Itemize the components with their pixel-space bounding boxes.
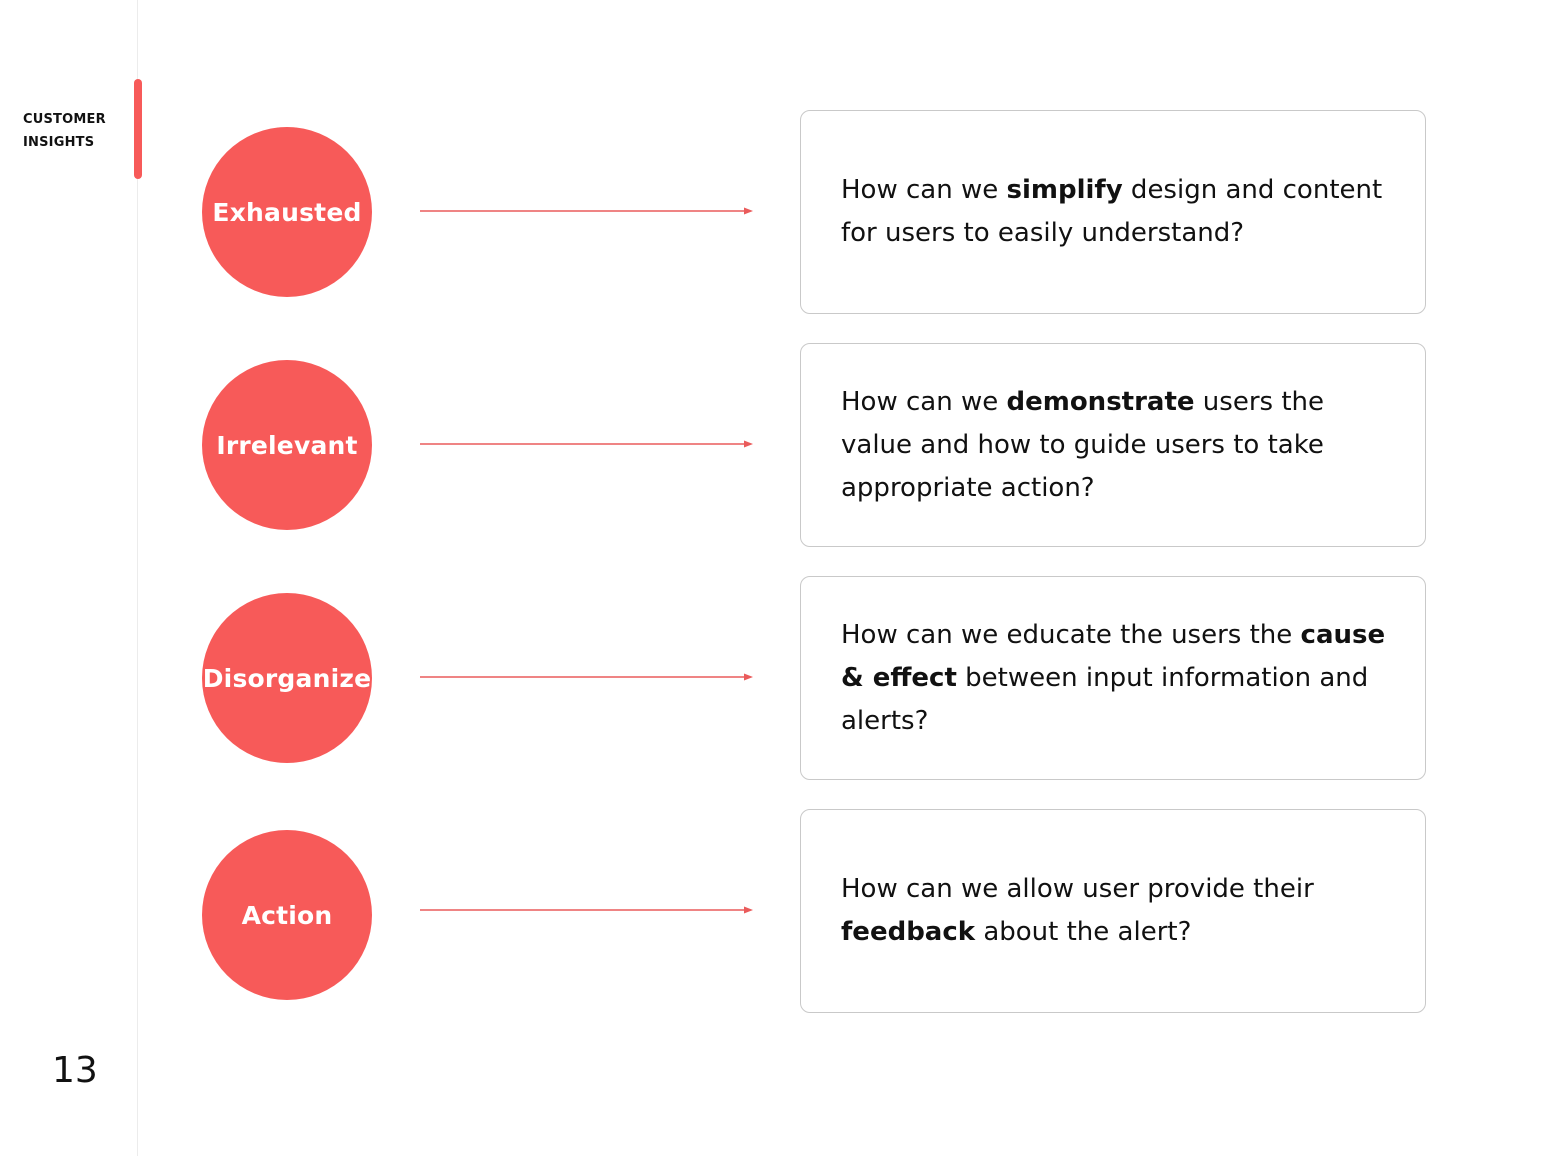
question-emphasis: cause & effect [841,619,1386,693]
page-number: 13 [52,1050,98,1091]
insight-row-action: Action How can we allow user provide the… [0,809,1554,1013]
insight-row-exhausted: Exhausted How can we simplify design and… [0,110,1554,314]
section-label-line2: INSIGHTS [23,135,95,150]
section-accent-bar [134,79,142,179]
arrow-right-icon [420,906,753,914]
section-label: CUSTOMER INSIGHTS [23,108,106,154]
pain-point-label: Exhausted [212,197,362,227]
question-card: How can we allow user provide their feed… [800,809,1426,1013]
pain-point-circle: Irrelevant [202,360,372,530]
question-emphasis: demonstrate [1006,386,1195,417]
question-card: How can we demonstrate users the value a… [800,343,1426,547]
pain-point-label: Disorganize [202,663,372,693]
insight-row-irrelevant: Irrelevant How can we demonstrate users … [0,343,1554,547]
pain-point-circle: Exhausted [202,127,372,297]
pain-point-circle: Disorganize [202,593,372,763]
question-text: How can we educate the users the cause &… [841,619,1386,736]
insight-row-disorganize: Disorganize How can we educate the users… [0,576,1554,780]
pain-point-label: Irrelevant [216,430,358,460]
section-label-line1: CUSTOMER [23,112,106,127]
arrow-right-icon [420,673,753,681]
pain-point-circle: Action [202,830,372,1000]
question-card: How can we simplify design and content f… [800,110,1426,314]
arrow-right-icon [420,207,753,215]
question-emphasis: simplify [1006,175,1123,205]
arrow-right-icon [420,440,753,448]
sidebar: CUSTOMER INSIGHTS 13 [0,0,138,1156]
pain-point-label: Action [241,900,333,930]
question-card: How can we educate the users the cause &… [800,576,1426,780]
question-emphasis: feedback [841,917,976,947]
question-text: How can we demonstrate users the value a… [841,386,1324,503]
question-text: How can we simplify design and content f… [841,175,1383,248]
question-text: How can we allow user provide their feed… [841,874,1314,947]
